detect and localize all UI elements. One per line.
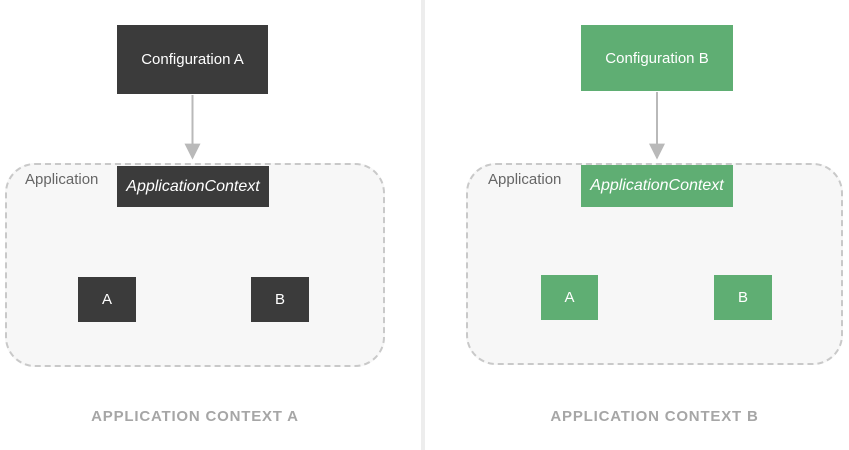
- configuration-b-label: Configuration B: [605, 49, 709, 67]
- panel-a-caption: APPLICATION CONTEXT A: [91, 408, 299, 425]
- application-context-label-a: ApplicationContext: [126, 177, 260, 195]
- application-label-a: Application: [25, 171, 99, 188]
- bean-b-box-panel-b: B: [714, 275, 772, 320]
- panel-b-caption: APPLICATION CONTEXT B: [550, 408, 759, 425]
- bean-b-label-panel-b: B: [737, 289, 748, 306]
- application-context-label-b: ApplicationContext: [590, 177, 724, 194]
- configuration-b-box: Configuration B: [581, 25, 733, 91]
- configuration-a-label: Configuration A: [141, 51, 244, 68]
- bean-a-box-panel-a: A: [78, 277, 136, 322]
- application-context-box-a: ApplicationContext: [117, 166, 269, 207]
- bean-b-box-panel-a: B: [251, 277, 309, 322]
- configuration-a-box: Configuration A: [117, 25, 268, 94]
- bean-a-label-panel-a: A: [101, 291, 112, 308]
- bean-a-box-panel-b: A: [541, 275, 598, 320]
- application-label-b: Application: [488, 171, 562, 188]
- bean-a-label-panel-b: A: [564, 289, 575, 306]
- bean-b-label-panel-a: B: [274, 291, 285, 308]
- vertical-divider: [421, 0, 425, 450]
- application-context-box-b: ApplicationContext: [581, 165, 733, 207]
